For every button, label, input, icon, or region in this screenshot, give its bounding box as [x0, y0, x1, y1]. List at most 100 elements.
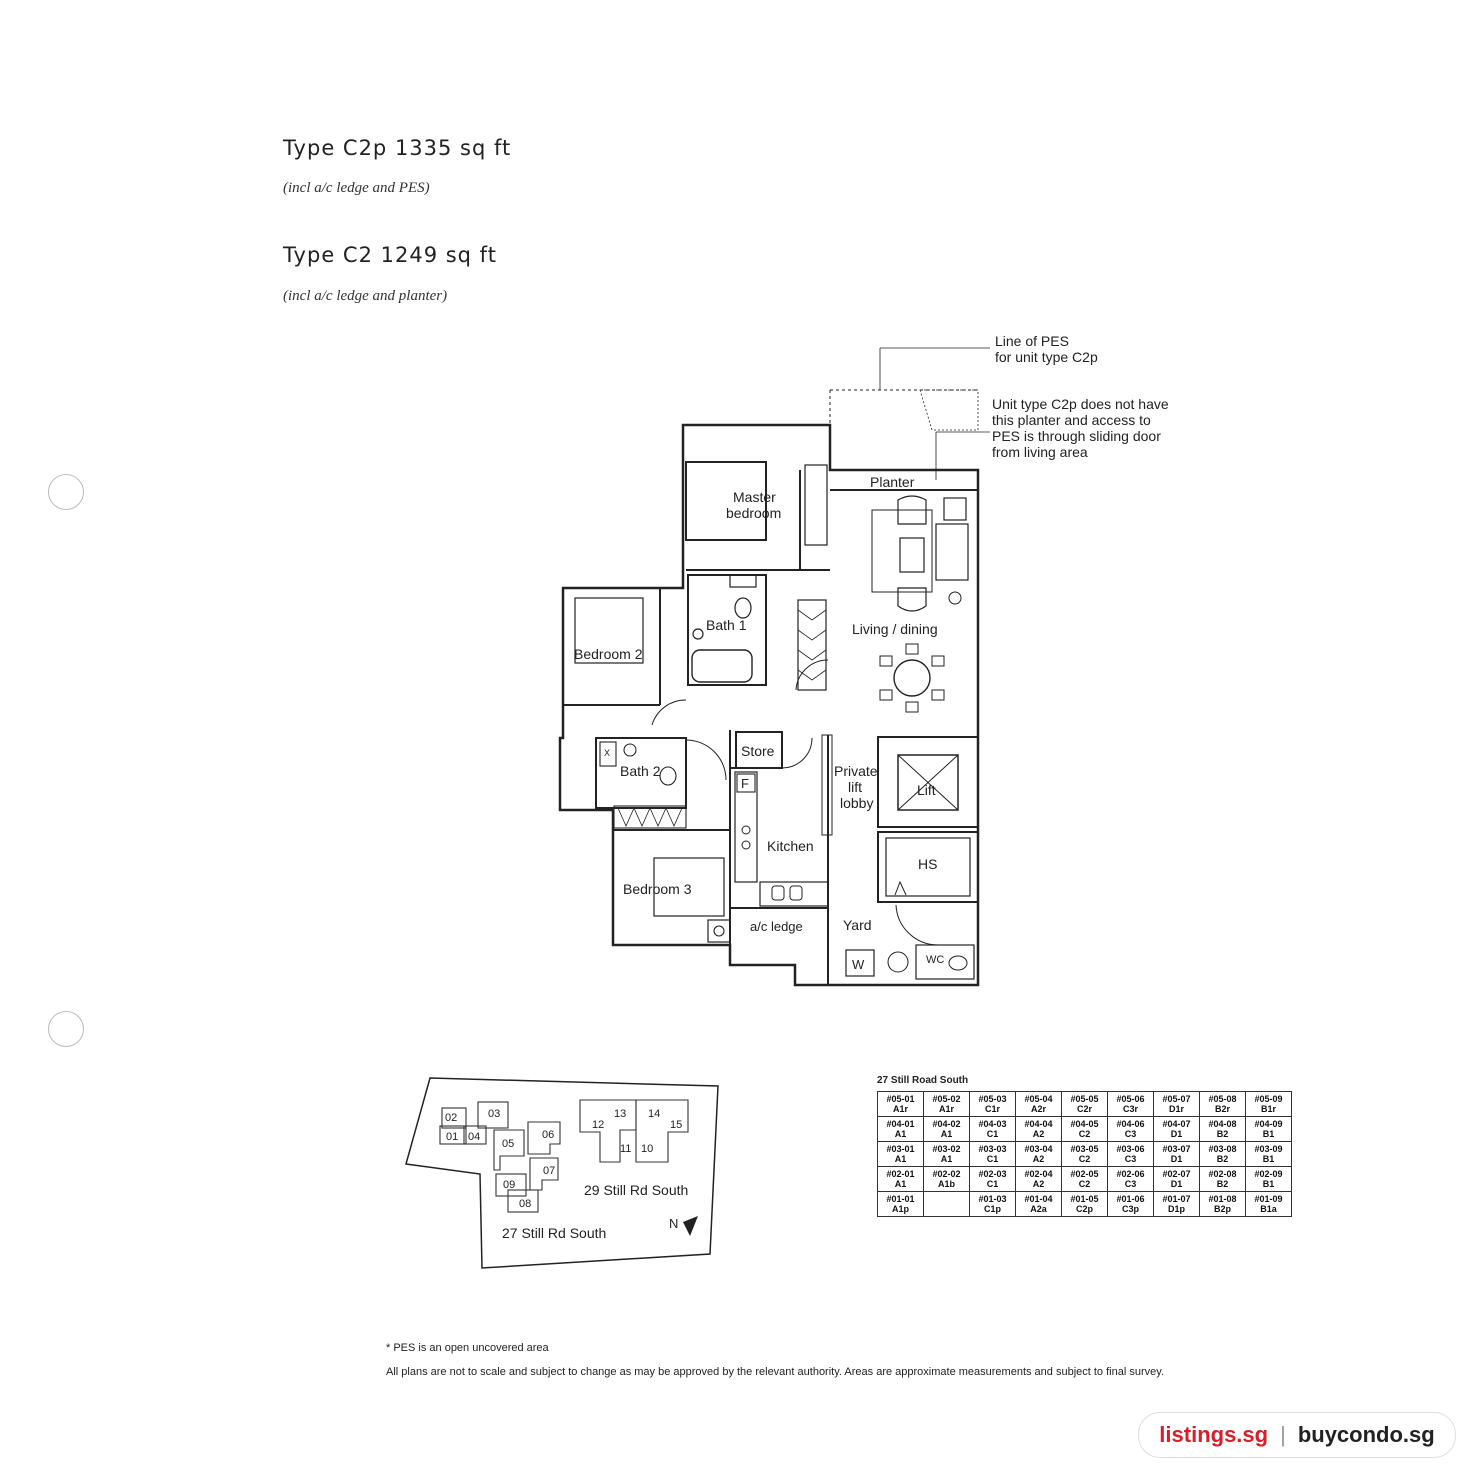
unit-type: C2r	[1076, 1104, 1092, 1114]
listings-link[interactable]: listings.sg	[1159, 1422, 1269, 1447]
unit-number: #05-02	[932, 1094, 961, 1104]
room-x-mark: X	[604, 748, 610, 758]
block-15: 15	[670, 1119, 682, 1131]
brand-separator: |	[1280, 1422, 1286, 1447]
block-05: 05	[502, 1138, 514, 1150]
unit-type: C1	[986, 1129, 999, 1139]
unit-number: #03-06	[1116, 1144, 1145, 1154]
unit-type: C2	[1078, 1179, 1091, 1189]
unit-type: C2	[1078, 1129, 1091, 1139]
unit-number: #05-05	[1070, 1094, 1099, 1104]
disclaimer-footnote: All plans are not to scale and subject t…	[386, 1366, 1164, 1378]
unit-number: #05-07	[1162, 1094, 1191, 1104]
unit-number: #01-04	[1024, 1194, 1053, 1204]
unit-type: A1p	[891, 1204, 909, 1214]
room-store: Store	[741, 743, 775, 759]
north-arrow-icon	[683, 1216, 698, 1236]
unit-number: #03-02	[932, 1144, 961, 1154]
unit-number: #02-08	[1208, 1169, 1237, 1179]
site-plan: 02 03 01 04 05 06 07 09 08 12 13 14 15 1…	[405, 1077, 719, 1269]
punch-hole-bottom	[48, 1011, 84, 1047]
site-label-29: 29 Still Rd South	[584, 1182, 688, 1198]
punch-hole-top	[48, 474, 84, 510]
branding-badge[interactable]: listings.sg | buycondo.sg	[1138, 1412, 1456, 1458]
room-master-bedroom-line2: bedroom	[726, 505, 781, 521]
unit-type: C1	[986, 1179, 999, 1189]
unit-type: D1	[1170, 1179, 1183, 1189]
unit-type: A1	[894, 1179, 907, 1189]
unit-type: B2	[1216, 1179, 1229, 1189]
room-washer: W	[852, 957, 865, 972]
unit-type: C3	[1124, 1154, 1137, 1164]
unit-number: #01-01	[886, 1194, 915, 1204]
type-c2p-title: Type C2p 1335 sq ft	[283, 136, 512, 160]
unit-number: #03-08	[1208, 1144, 1237, 1154]
room-private-lift-lobby-line1: Private	[834, 763, 878, 779]
block-11: 11	[620, 1143, 631, 1155]
room-private-lift-lobby-line2: lift	[848, 779, 862, 795]
unit-table-cell	[923, 1191, 970, 1217]
planter-callout-line3: PES is through sliding door	[992, 428, 1161, 444]
pes-footnote: * PES is an open uncovered area	[386, 1342, 549, 1354]
unit-number: #03-03	[978, 1144, 1007, 1154]
room-planter: Planter	[870, 474, 915, 490]
block-01: 01	[446, 1131, 458, 1143]
room-bath-2: Bath 2	[620, 763, 661, 779]
unit-type: B2p	[1213, 1204, 1231, 1214]
unit-number: #03-01	[886, 1144, 915, 1154]
unit-type: C3	[1124, 1179, 1137, 1189]
room-yard: Yard	[843, 917, 872, 933]
unit-type: D1	[1170, 1154, 1183, 1164]
unit-number: #04-01	[886, 1119, 915, 1129]
room-master-bedroom-line1: Master	[733, 489, 776, 505]
block-09: 09	[503, 1179, 515, 1191]
room-kitchen: Kitchen	[767, 838, 814, 854]
block-06: 06	[542, 1129, 554, 1141]
floor-plan: Line of PES for unit type C2p Unit type …	[558, 333, 1169, 987]
unit-type: B1	[1262, 1179, 1275, 1189]
type-c2-note: (incl a/c ledge and planter)	[283, 288, 448, 304]
unit-number: #02-06	[1116, 1169, 1145, 1179]
buycondo-link[interactable]: buycondo.sg	[1297, 1422, 1435, 1447]
unit-type: C2p	[1075, 1204, 1093, 1214]
unit-number: #03-05	[1070, 1144, 1099, 1154]
unit-number: #04-09	[1254, 1119, 1283, 1129]
unit-type: A2	[1032, 1154, 1045, 1164]
unit-type: B1a	[1260, 1204, 1277, 1214]
unit-number: #02-04	[1024, 1169, 1053, 1179]
unit-type: A2	[1032, 1179, 1045, 1189]
unit-number: #01-07	[1162, 1194, 1191, 1204]
unit-type: A1b	[937, 1179, 955, 1189]
unit-number: #05-01	[886, 1094, 915, 1104]
unit-number: #02-07	[1162, 1169, 1191, 1179]
room-wc: WC	[926, 954, 944, 966]
room-bedroom-2: Bedroom 2	[574, 646, 643, 662]
site-label-27: 27 Still Rd South	[502, 1225, 606, 1241]
block-07: 07	[543, 1165, 555, 1177]
unit-number: #02-02	[932, 1169, 961, 1179]
unit-number: #02-03	[978, 1169, 1007, 1179]
